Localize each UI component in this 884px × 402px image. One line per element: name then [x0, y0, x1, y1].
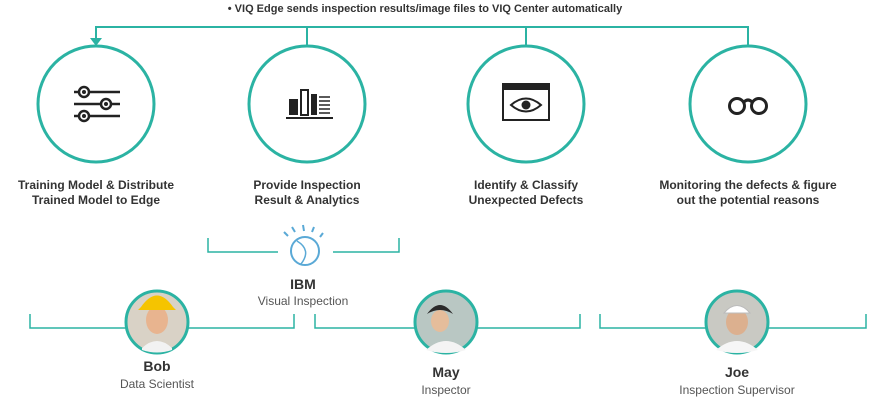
step-label-3-line2: Unexpected Defects	[468, 193, 584, 207]
product-name: Visual Inspection	[257, 294, 349, 308]
step-label-2-line2: Result & Analytics	[254, 193, 360, 207]
step-label-4-line2: out the potential reasons	[676, 193, 820, 207]
ibm-vi-logo-icon	[283, 224, 324, 266]
binoculars-icon	[728, 97, 768, 115]
step-label-1: Training Model & Distribute Trained Mode…	[6, 178, 186, 208]
persona-name-may: May	[432, 364, 460, 380]
persona-name-joe: Joe	[724, 364, 750, 380]
step-label-1-line2: Trained Model to Edge	[31, 193, 160, 207]
step-label-2: Provide Inspection Result & Analytics	[217, 178, 397, 208]
persona-role-may: Inspector	[421, 383, 471, 397]
avatar-joe	[704, 289, 770, 355]
persona-role-joe: Inspection Supervisor	[679, 383, 795, 397]
eye-window-icon	[502, 83, 550, 121]
step-label-1-line1: Training Model & Distribute	[17, 178, 174, 192]
sliders-icon	[74, 85, 120, 123]
avatar-bob	[124, 289, 190, 355]
persona-name-bob: Bob	[143, 358, 171, 374]
arrow-head-icon	[90, 38, 102, 46]
persona-brackets	[29, 314, 867, 329]
step-circle-4	[688, 44, 808, 164]
feedback-connector	[95, 26, 749, 45]
persona-role-bob: Data Scientist	[119, 377, 195, 391]
avatar-may	[413, 289, 479, 355]
product-brand: IBM	[290, 276, 316, 292]
bar-chart-icon	[286, 89, 333, 119]
header-text: • VIQ Edge sends inspection results/imag…	[227, 3, 623, 15]
step-label-3-line1: Identify & Classify	[473, 178, 579, 192]
step-label-4: Monitoring the defects & figure out the …	[638, 178, 858, 208]
step-label-4-line1: Monitoring the defects & figure	[659, 178, 837, 192]
step-label-3: Identify & Classify Unexpected Defects	[436, 178, 616, 208]
step-label-2-line1: Provide Inspection	[253, 178, 361, 192]
product-bracket	[207, 238, 400, 253]
